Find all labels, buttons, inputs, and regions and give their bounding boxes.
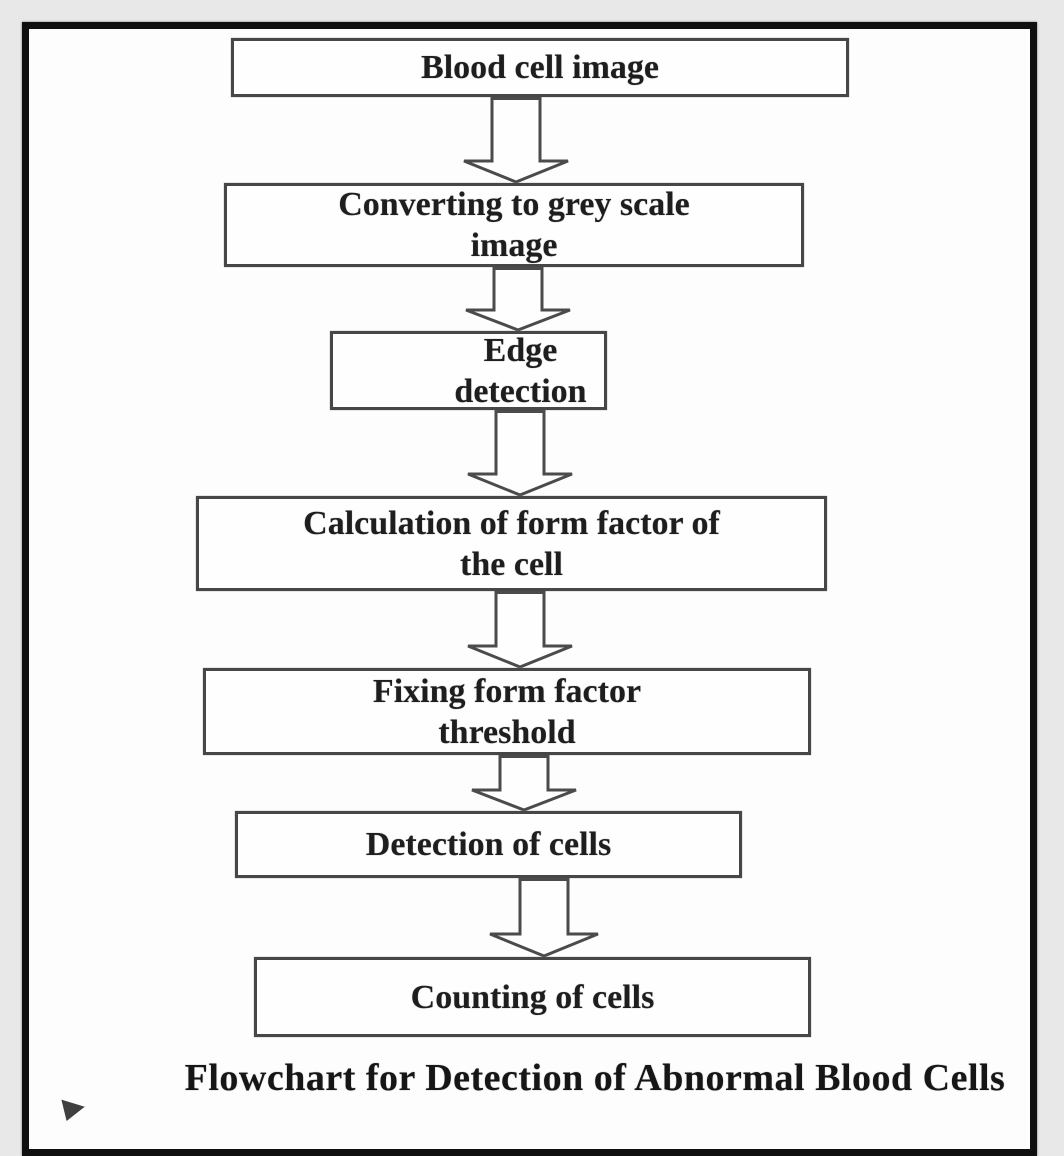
flow-node-label: detection [454, 372, 587, 410]
flow-node-label: image [470, 227, 558, 264]
flow-node-label: Counting of cells [410, 978, 655, 1016]
flow-node-form-factor-threshold: Fixing form factor threshold [203, 668, 811, 755]
flow-node-label: threshold [438, 713, 576, 751]
down-arrow-5 [471, 755, 577, 812]
flow-node-counting-of-cells: Counting of cells [254, 957, 811, 1037]
flow-node-label: Converting to grey scale [338, 186, 690, 223]
flow-node-form-factor-calculation: Calculation of form factor of the cell [196, 496, 827, 591]
flow-node-label: Blood cell image [421, 49, 659, 86]
flow-node-label: the cell [460, 545, 563, 583]
down-arrow-6 [489, 878, 599, 958]
flow-node-convert-greyscale: Converting to grey scale image [224, 183, 804, 267]
down-arrow-4 [467, 591, 573, 669]
down-arrow-3 [467, 410, 573, 497]
flow-node-label: Edge [483, 331, 558, 369]
flow-node-label: Detection of cells [365, 826, 612, 863]
flow-node-detection-of-cells: Detection of cells [235, 811, 742, 878]
flow-node-label: Fixing form factor [372, 672, 642, 710]
down-arrow-1 [463, 97, 569, 184]
flow-node-edge-detection: Edge detection [330, 331, 607, 410]
flow-node-label: Calculation of form factor of [303, 504, 720, 542]
flowchart-caption: Flowchart for Detection of Abnormal Bloo… [184, 1057, 1006, 1099]
down-arrow-2 [465, 267, 571, 332]
flow-node-blood-cell-image: Blood cell image [231, 38, 849, 97]
